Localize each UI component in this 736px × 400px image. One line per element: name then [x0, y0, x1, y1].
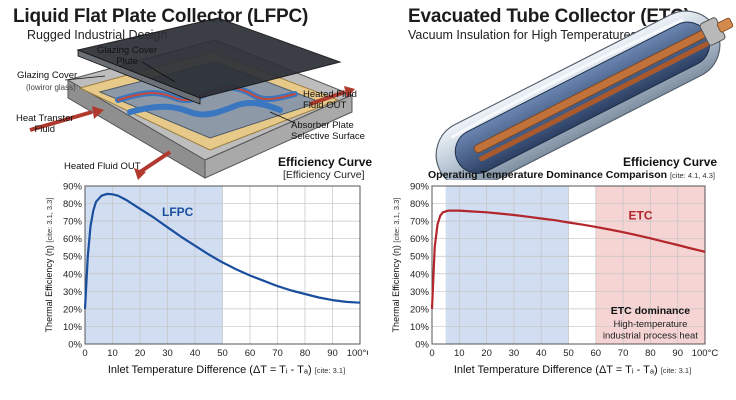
x-tick-label: 70 — [618, 348, 629, 359]
heated-fluid-out-label-left: Heated Fluid OUT — [64, 161, 141, 172]
lfpc-title: Liquid Flat Plate Collector (LFPC) — [13, 6, 309, 27]
x-tick-label: 10 — [454, 348, 465, 359]
x-tick-label: 100°C — [347, 348, 368, 359]
comparison-cite: [cite: 4.1, 4.3] — [669, 171, 715, 180]
x-tick-label: 0 — [82, 348, 87, 359]
y-axis-label: Thermal Efficiency (η) [cite: 3.1, 3.3] — [391, 198, 401, 333]
y-axis-cite: [cite: 3.1, 3.3] — [45, 198, 54, 243]
x-tick-label: 80 — [300, 348, 311, 359]
etc-title: Evacuated Tube Collector (ETC) — [408, 6, 690, 27]
lfpc-efficiency-subtitle: [Efficiency Curve] — [283, 169, 365, 181]
x-axis-cite: [cite: 3.1] — [315, 366, 345, 375]
y-tick-label: 30% — [63, 287, 83, 298]
etc-panel: Evacuated Tube Collector (ETC) Vacuum In… — [368, 0, 736, 400]
plot-border — [84, 185, 361, 345]
series-line-lfpc — [83, 192, 361, 309]
x-axis-cite: [cite: 3.1] — [661, 366, 691, 375]
etc-illustration — [435, 10, 734, 180]
y-tick-label: 70% — [63, 217, 83, 228]
comparison-title-text: Operating Temperature Dominance Comparis… — [428, 169, 668, 181]
x-tick-label: 60 — [591, 348, 602, 359]
etc-comparison-title: Operating Temperature Dominance Comparis… — [428, 169, 715, 181]
lfpc-efficiency-chart: 0 10 20 30 40 50 60 70 80 90 100°C 0% 10% 20% 30% 40% 50… — [44, 182, 368, 377]
x-tick-label: 10 — [107, 348, 118, 359]
x-axis-label: Inlet Temperature Difference (ΔT = Tᵢ - … — [108, 364, 345, 376]
y-tick-label: 80% — [410, 199, 430, 210]
y-tick-label: 60% — [410, 234, 430, 245]
etc-efficiency-title: Efficiency Curve — [623, 155, 718, 169]
y-tick-label: 30% — [410, 287, 430, 298]
y-tick-label: 60% — [63, 234, 83, 245]
x-tick-label: 50 — [563, 348, 574, 359]
series-line-etc — [430, 209, 706, 309]
x-tick-label: 40 — [536, 348, 547, 359]
y-tick-label: 90% — [410, 182, 430, 193]
x-axis-label: Inlet Temperature Difference (ΔT = Tᵢ - … — [454, 364, 691, 376]
annotation-title: ETC dominance — [611, 305, 691, 317]
x-tick-label: 20 — [481, 348, 492, 359]
x-tick-label: 90 — [672, 348, 683, 359]
x-tick-label: 90 — [327, 348, 338, 359]
highlight-band-0 — [85, 186, 223, 344]
x-tick-label: 60 — [245, 348, 256, 359]
y-tick-label: 90% — [63, 182, 83, 193]
lfpc-illustration — [29, 17, 355, 180]
etc-efficiency-chart: 0 10 20 30 40 50 60 70 80 90 100°C 0% 10% 20% 30% 40% 50… — [391, 182, 719, 377]
highlight-band-0 — [445, 186, 569, 344]
y-axis-cite: [cite: 3.1, 3.3] — [392, 198, 401, 243]
y-tick-label: 0% — [68, 340, 82, 351]
y-axis-label: Thermal Efficiency (η) [cite: 3.1, 3.3] — [44, 198, 54, 333]
glazing-cover-note: (lowiror glass) — [26, 83, 76, 92]
x-tick-label: 30 — [162, 348, 173, 359]
x-tick-label: 50 — [217, 348, 228, 359]
y-tick-label: 20% — [410, 304, 430, 315]
y-tick-label: 40% — [63, 269, 83, 280]
y-tick-label: 10% — [63, 322, 83, 333]
series-label-etc: ETC — [629, 208, 653, 222]
x-tick-label: 70 — [272, 348, 283, 359]
y-tick-label: 70% — [410, 217, 430, 228]
y-tick-label: 40% — [410, 269, 430, 280]
annotation-line: High-temperature — [613, 319, 687, 330]
x-tick-label: 30 — [509, 348, 520, 359]
y-tick-label: 20% — [63, 304, 83, 315]
x-tick-label: 80 — [645, 348, 656, 359]
glazing-cover-label: Glazing Cover — [17, 70, 78, 81]
x-tick-label: 40 — [190, 348, 201, 359]
lfpc-efficiency-title: Efficiency Curve — [278, 155, 373, 169]
series-label-lfpc: LFPC — [162, 205, 194, 219]
lfpc-panel: Liquid Flat Plate Collector (LFPC) Rugge… — [13, 6, 372, 377]
plot-border — [431, 185, 706, 345]
y-tick-label: 0% — [415, 340, 429, 351]
y-tick-label: 10% — [410, 322, 430, 333]
etc-subtitle: Vacuum Insulation for High Temperatures — [408, 28, 637, 42]
x-tick-label: 0 — [429, 348, 434, 359]
annotation-line: industrial process heat — [603, 331, 698, 342]
x-tick-label: 100°C — [692, 348, 719, 359]
x-tick-label: 20 — [135, 348, 146, 359]
y-tick-label: 80% — [63, 199, 83, 210]
y-tick-label: 50% — [410, 252, 430, 263]
y-tick-label: 50% — [63, 252, 83, 263]
